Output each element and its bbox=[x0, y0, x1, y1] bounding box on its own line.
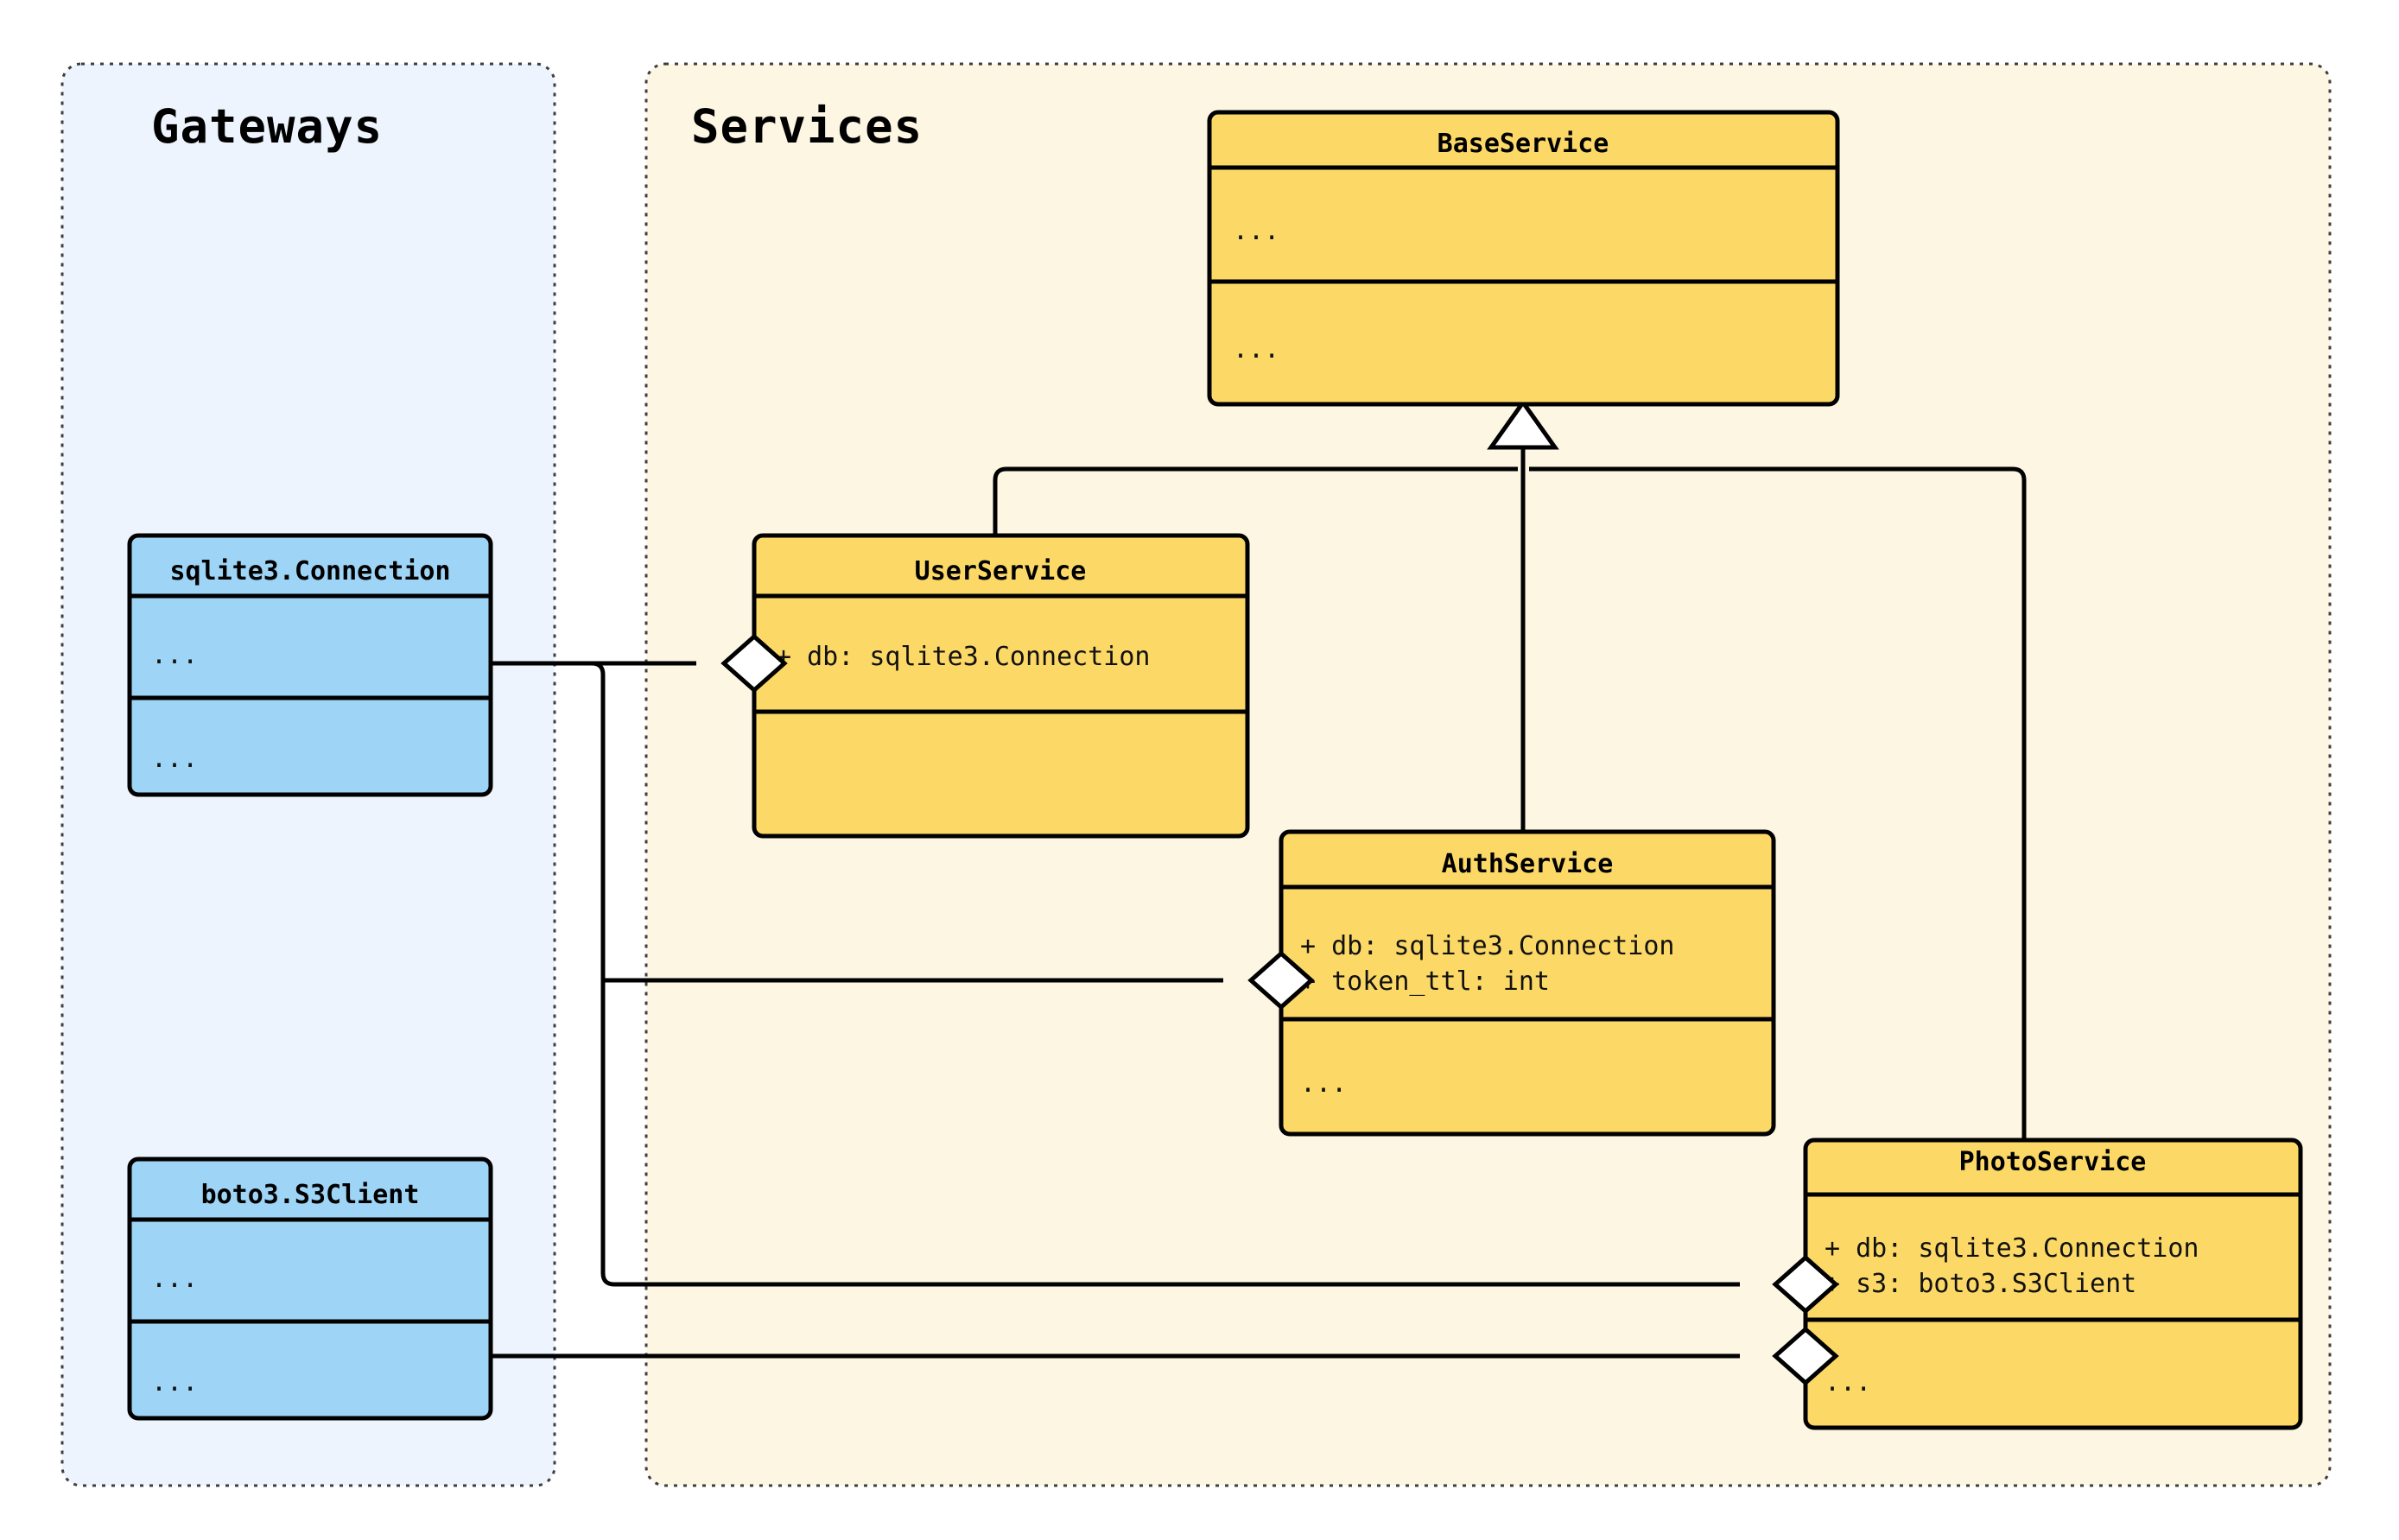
aggregation-diamond-icon-photoservice-db bbox=[1772, 1254, 1839, 1315]
class-method: ... bbox=[1825, 1367, 1871, 1397]
generalization-line-photoservice bbox=[1529, 466, 2027, 1140]
class-attribute: + token_ttl: int bbox=[1300, 966, 1550, 997]
class-box-base-service[interactable]: BaseService ... ... bbox=[1207, 110, 1840, 407]
package-services: Services bbox=[644, 62, 2332, 1487]
class-attribute: + db: sqlite3.Connection bbox=[776, 642, 1150, 672]
class-name-user-service: UserService bbox=[915, 556, 1087, 586]
class-box-auth-service[interactable]: AuthService + db: sqlite3.Connection + t… bbox=[1279, 829, 1776, 1137]
generalization-triangle-icon bbox=[1487, 398, 1559, 450]
class-box-boto3-s3client[interactable]: boto3.S3Client ... ... bbox=[127, 1157, 493, 1421]
class-attribute: + db: sqlite3.Connection bbox=[1825, 1233, 2199, 1264]
class-box-sqlite3-connection[interactable]: sqlite3.Connection ... ... bbox=[127, 533, 493, 797]
relation-aggregations-sqlite bbox=[491, 661, 1740, 1287]
class-box-base-service-frame bbox=[1207, 110, 1840, 407]
aggregation-line-photoservice bbox=[591, 661, 1740, 1287]
class-method: ... bbox=[151, 1367, 198, 1397]
class-name-base-service: BaseService bbox=[1437, 129, 1609, 159]
class-method: ... bbox=[1233, 334, 1279, 364]
aggregation-diamond-icon-authservice bbox=[1247, 950, 1315, 1011]
class-attribute: ... bbox=[151, 1264, 198, 1294]
class-box-photo-service[interactable]: PhotoService + db: sqlite3.Connection + … bbox=[1803, 1138, 2303, 1430]
package-services-title: Services bbox=[691, 99, 923, 154]
class-attribute: ... bbox=[151, 640, 198, 670]
class-box-user-service[interactable]: UserService + db: sqlite3.Connection bbox=[752, 533, 1250, 839]
package-gateways-title: Gateways bbox=[151, 99, 383, 154]
class-name-boto3-s3client: boto3.S3Client bbox=[201, 1180, 420, 1210]
class-name-sqlite3-connection: sqlite3.Connection bbox=[169, 556, 450, 586]
generalization-line-userservice bbox=[993, 466, 1518, 560]
aggregation-diamond-icon-userservice bbox=[720, 633, 788, 694]
class-attribute: ... bbox=[1233, 216, 1279, 246]
class-name-photo-service: PhotoService bbox=[1959, 1147, 2147, 1177]
class-box-boto3-s3client-frame bbox=[127, 1157, 493, 1421]
class-attribute: + s3: boto3.S3Client bbox=[1825, 1269, 2136, 1299]
package-services-frame bbox=[644, 62, 2332, 1487]
aggregation-diamond-icons bbox=[720, 633, 1839, 1386]
class-box-sqlite3-connection-frame bbox=[127, 533, 493, 797]
aggregation-diamond-icon-photoservice-s3 bbox=[1772, 1326, 1839, 1386]
class-method: ... bbox=[151, 744, 198, 774]
class-name-auth-service: AuthService bbox=[1442, 849, 1614, 879]
class-method: ... bbox=[1300, 1068, 1347, 1099]
relation-generalizations bbox=[993, 398, 2027, 1140]
class-attribute: + db: sqlite3.Connection bbox=[1300, 931, 1674, 961]
